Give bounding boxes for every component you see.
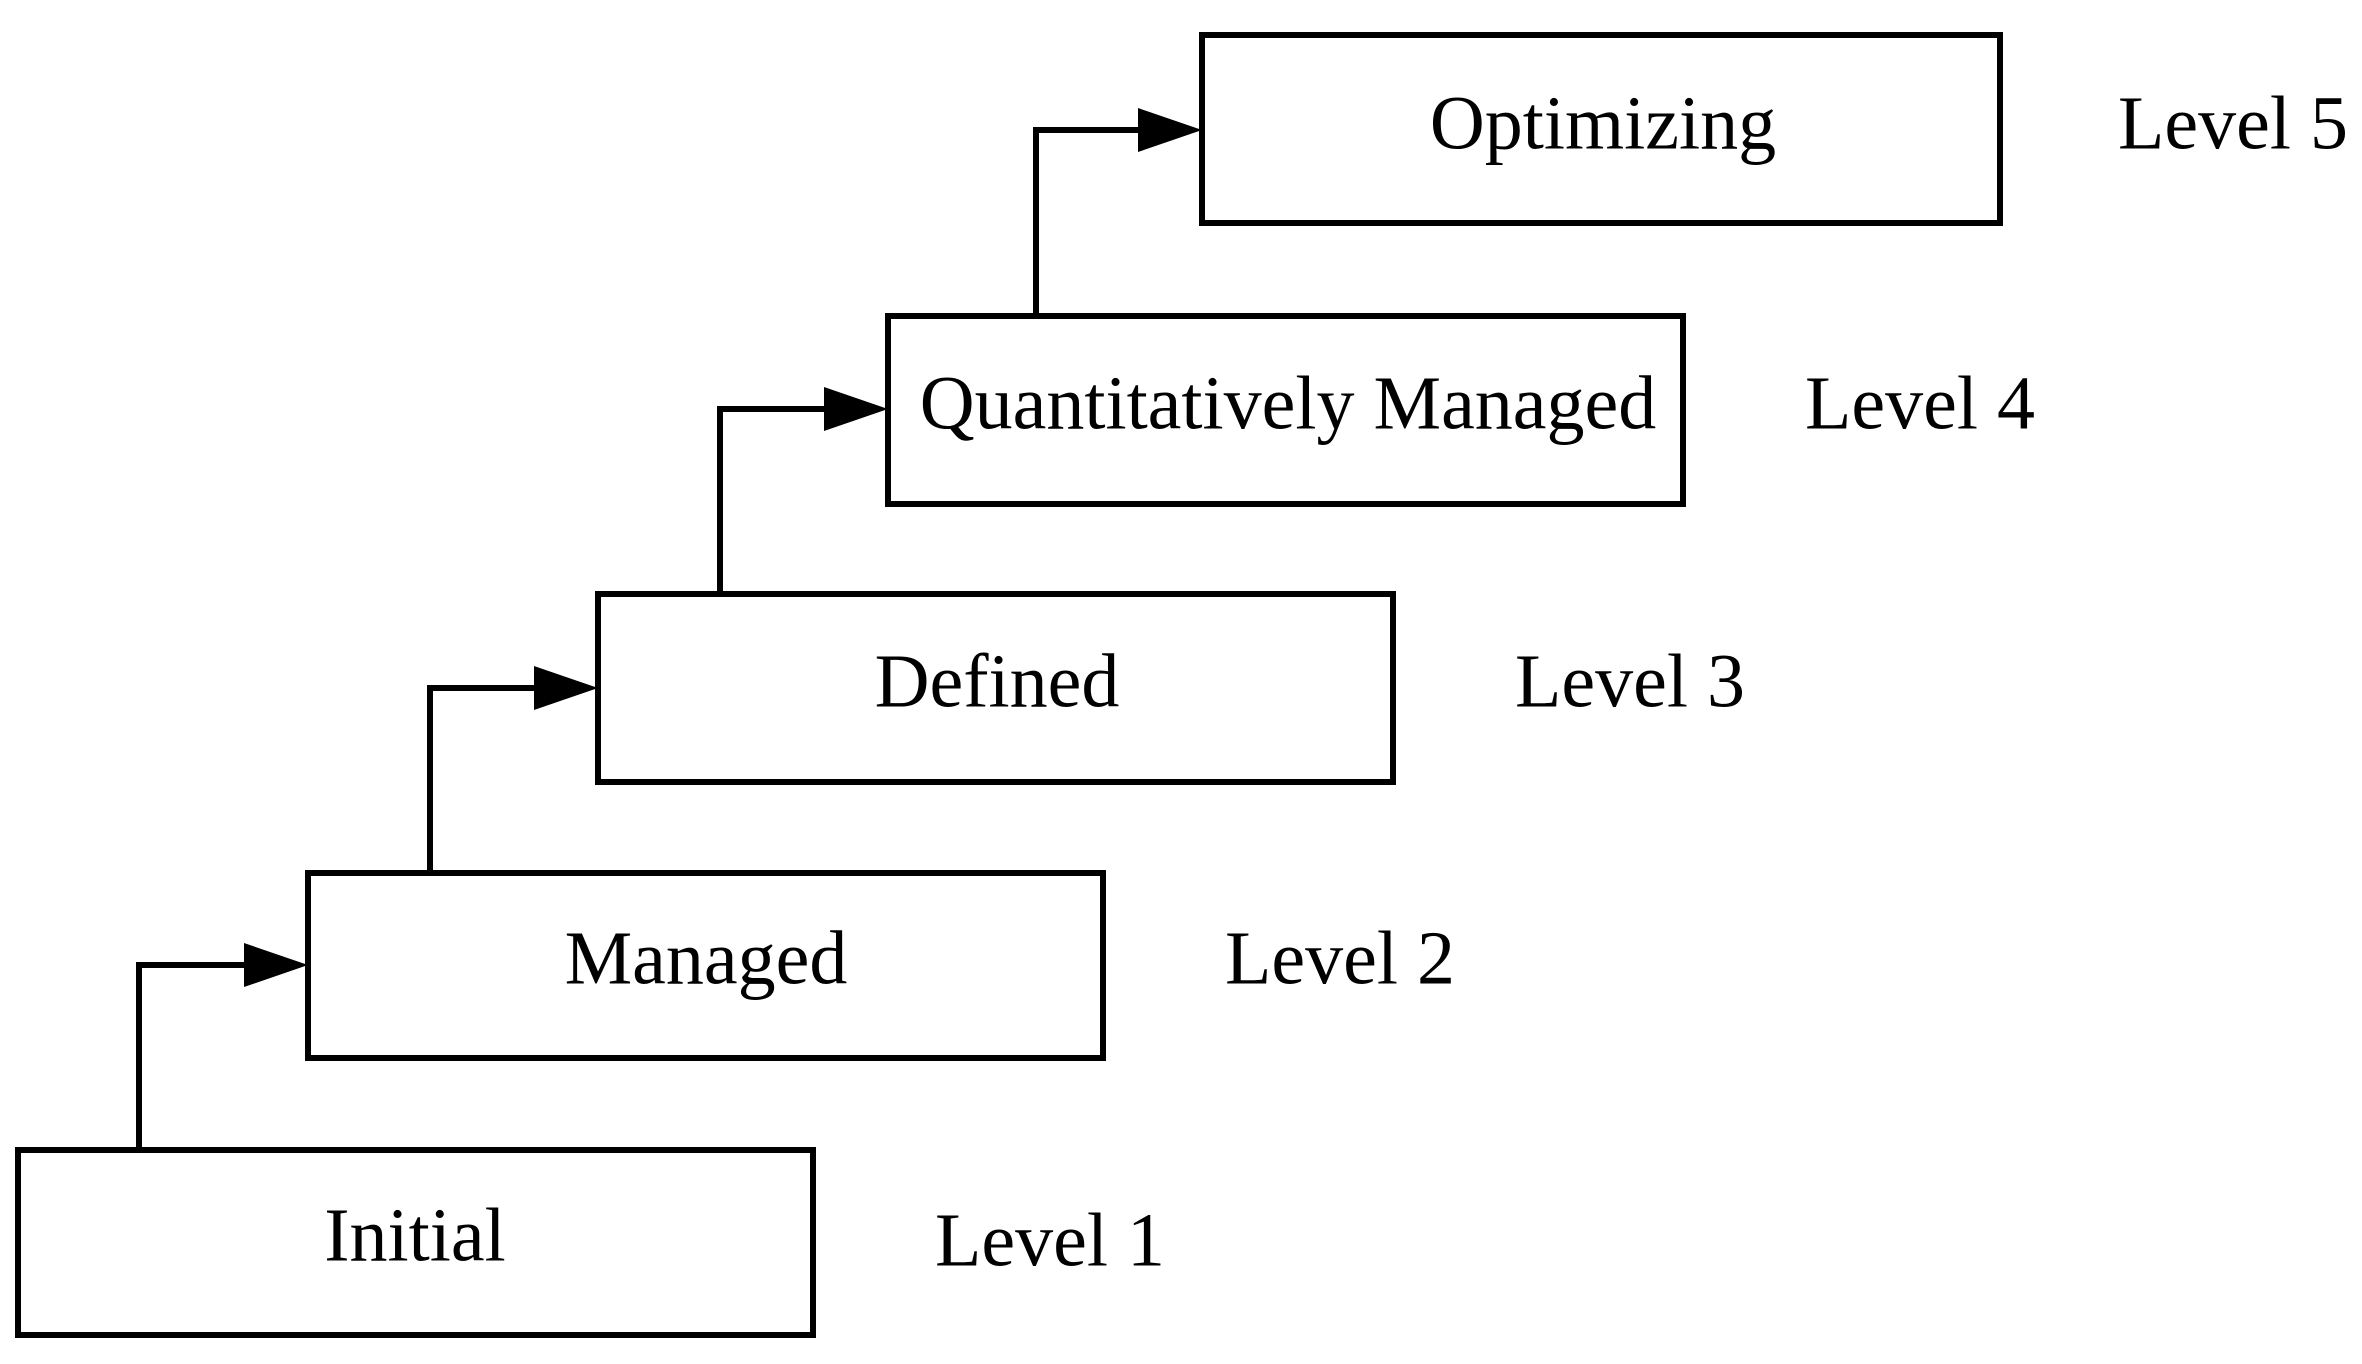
stage-box-optimizing	[1199, 32, 2003, 226]
level-label: Level 1	[935, 1198, 1165, 1282]
stage-box-initial	[15, 1147, 816, 1338]
stage-box-managed	[305, 870, 1106, 1061]
connector-2-to-3	[427, 666, 598, 873]
stage-level-3: Defined Level 3	[595, 591, 1745, 785]
level-label: Level 5	[2118, 81, 2348, 165]
connector-1-to-2	[136, 943, 308, 1150]
arrowhead-icon	[1138, 108, 1202, 152]
stage-box-quantitatively-managed	[885, 313, 1686, 507]
stage-level-5: Optimizing Level 5	[1199, 32, 2348, 226]
stage-label: Quantitatively Managed	[920, 361, 1657, 445]
stage-label: Initial	[324, 1193, 506, 1277]
stage-level-2: Managed Level 2	[305, 870, 1455, 1061]
level-label: Level 4	[1805, 361, 2035, 445]
connector-4-to-5	[1033, 108, 1202, 316]
stage-level-1: Initial Level 1	[15, 1147, 1165, 1338]
arrowhead-icon	[824, 387, 888, 431]
stage-label: Defined	[875, 639, 1120, 723]
stage-label: Managed	[565, 916, 848, 1000]
stage-box-defined	[595, 591, 1396, 785]
arrowhead-icon	[534, 666, 598, 710]
level-label: Level 3	[1515, 639, 1745, 723]
stage-label: Optimizing	[1430, 81, 1776, 165]
arrowhead-icon	[244, 943, 308, 987]
level-label: Level 2	[1225, 916, 1455, 1000]
stage-level-4: Quantitatively Managed Level 4	[885, 313, 2035, 507]
connector-3-to-4	[717, 387, 888, 594]
